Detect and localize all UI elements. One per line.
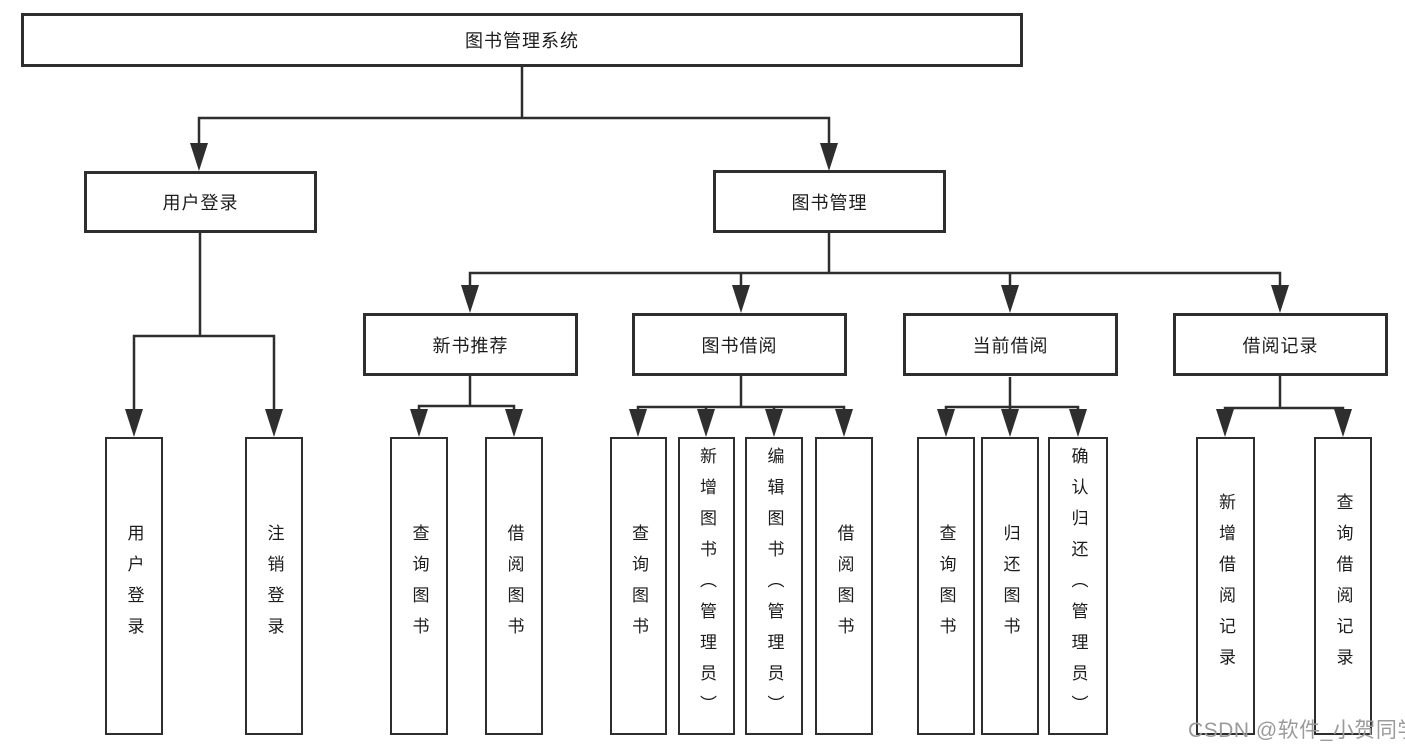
leaf-current-query-books: 查询图书 <box>917 437 975 735</box>
leaf-borrow-query-books: 查询图书 <box>610 437 667 735</box>
csdn-watermark: CSDN @软件_小贺同学 <box>1188 719 1405 742</box>
leaf-current-confirm-return-admin: 确认归还（管理员） <box>1048 437 1108 735</box>
node-user-login-label: 用户登录 <box>162 193 239 213</box>
node-book-borrow-label: 图书借阅 <box>701 335 778 356</box>
node-current-borrow: 当前借阅 <box>903 313 1118 376</box>
leaf-borrow-borrow-books: 借阅图书 <box>815 437 873 735</box>
node-book-mgmt-label: 图书管理 <box>791 192 868 213</box>
node-borrow-record: 借阅记录 <box>1173 313 1388 376</box>
node-user-login: 用户登录 <box>84 171 317 233</box>
leaf-recommend-borrow-books: 借阅图书 <box>485 437 543 735</box>
node-new-book-recommend: 新书推荐 <box>363 313 578 376</box>
leaf-logout: 注销登录 <box>245 437 303 735</box>
node-root: 图书管理系统 <box>21 13 1023 67</box>
leaf-borrow-add-book-admin: 新增图书（管理员） <box>678 437 735 735</box>
node-root-label: 图书管理系统 <box>465 31 579 51</box>
leaf-user-login: 用户登录 <box>105 437 163 735</box>
leaf-recommend-query-books: 查询图书 <box>390 437 448 735</box>
leaf-record-add-borrow-record: 新增借阅记录 <box>1196 437 1255 735</box>
node-borrow-record-label: 借阅记录 <box>1242 335 1319 356</box>
node-current-borrow-label: 当前借阅 <box>972 335 1049 356</box>
node-book-borrow: 图书借阅 <box>632 313 847 376</box>
leaf-borrow-edit-book-admin: 编辑图书（管理员） <box>745 437 803 735</box>
leaf-current-return-book: 归还图书 <box>981 437 1039 735</box>
leaf-record-query-borrow-record: 查询借阅记录 <box>1314 437 1372 735</box>
arrowheads <box>125 143 1352 437</box>
node-book-mgmt: 图书管理 <box>713 170 946 233</box>
node-new-book-recommend-label: 新书推荐 <box>432 335 509 356</box>
